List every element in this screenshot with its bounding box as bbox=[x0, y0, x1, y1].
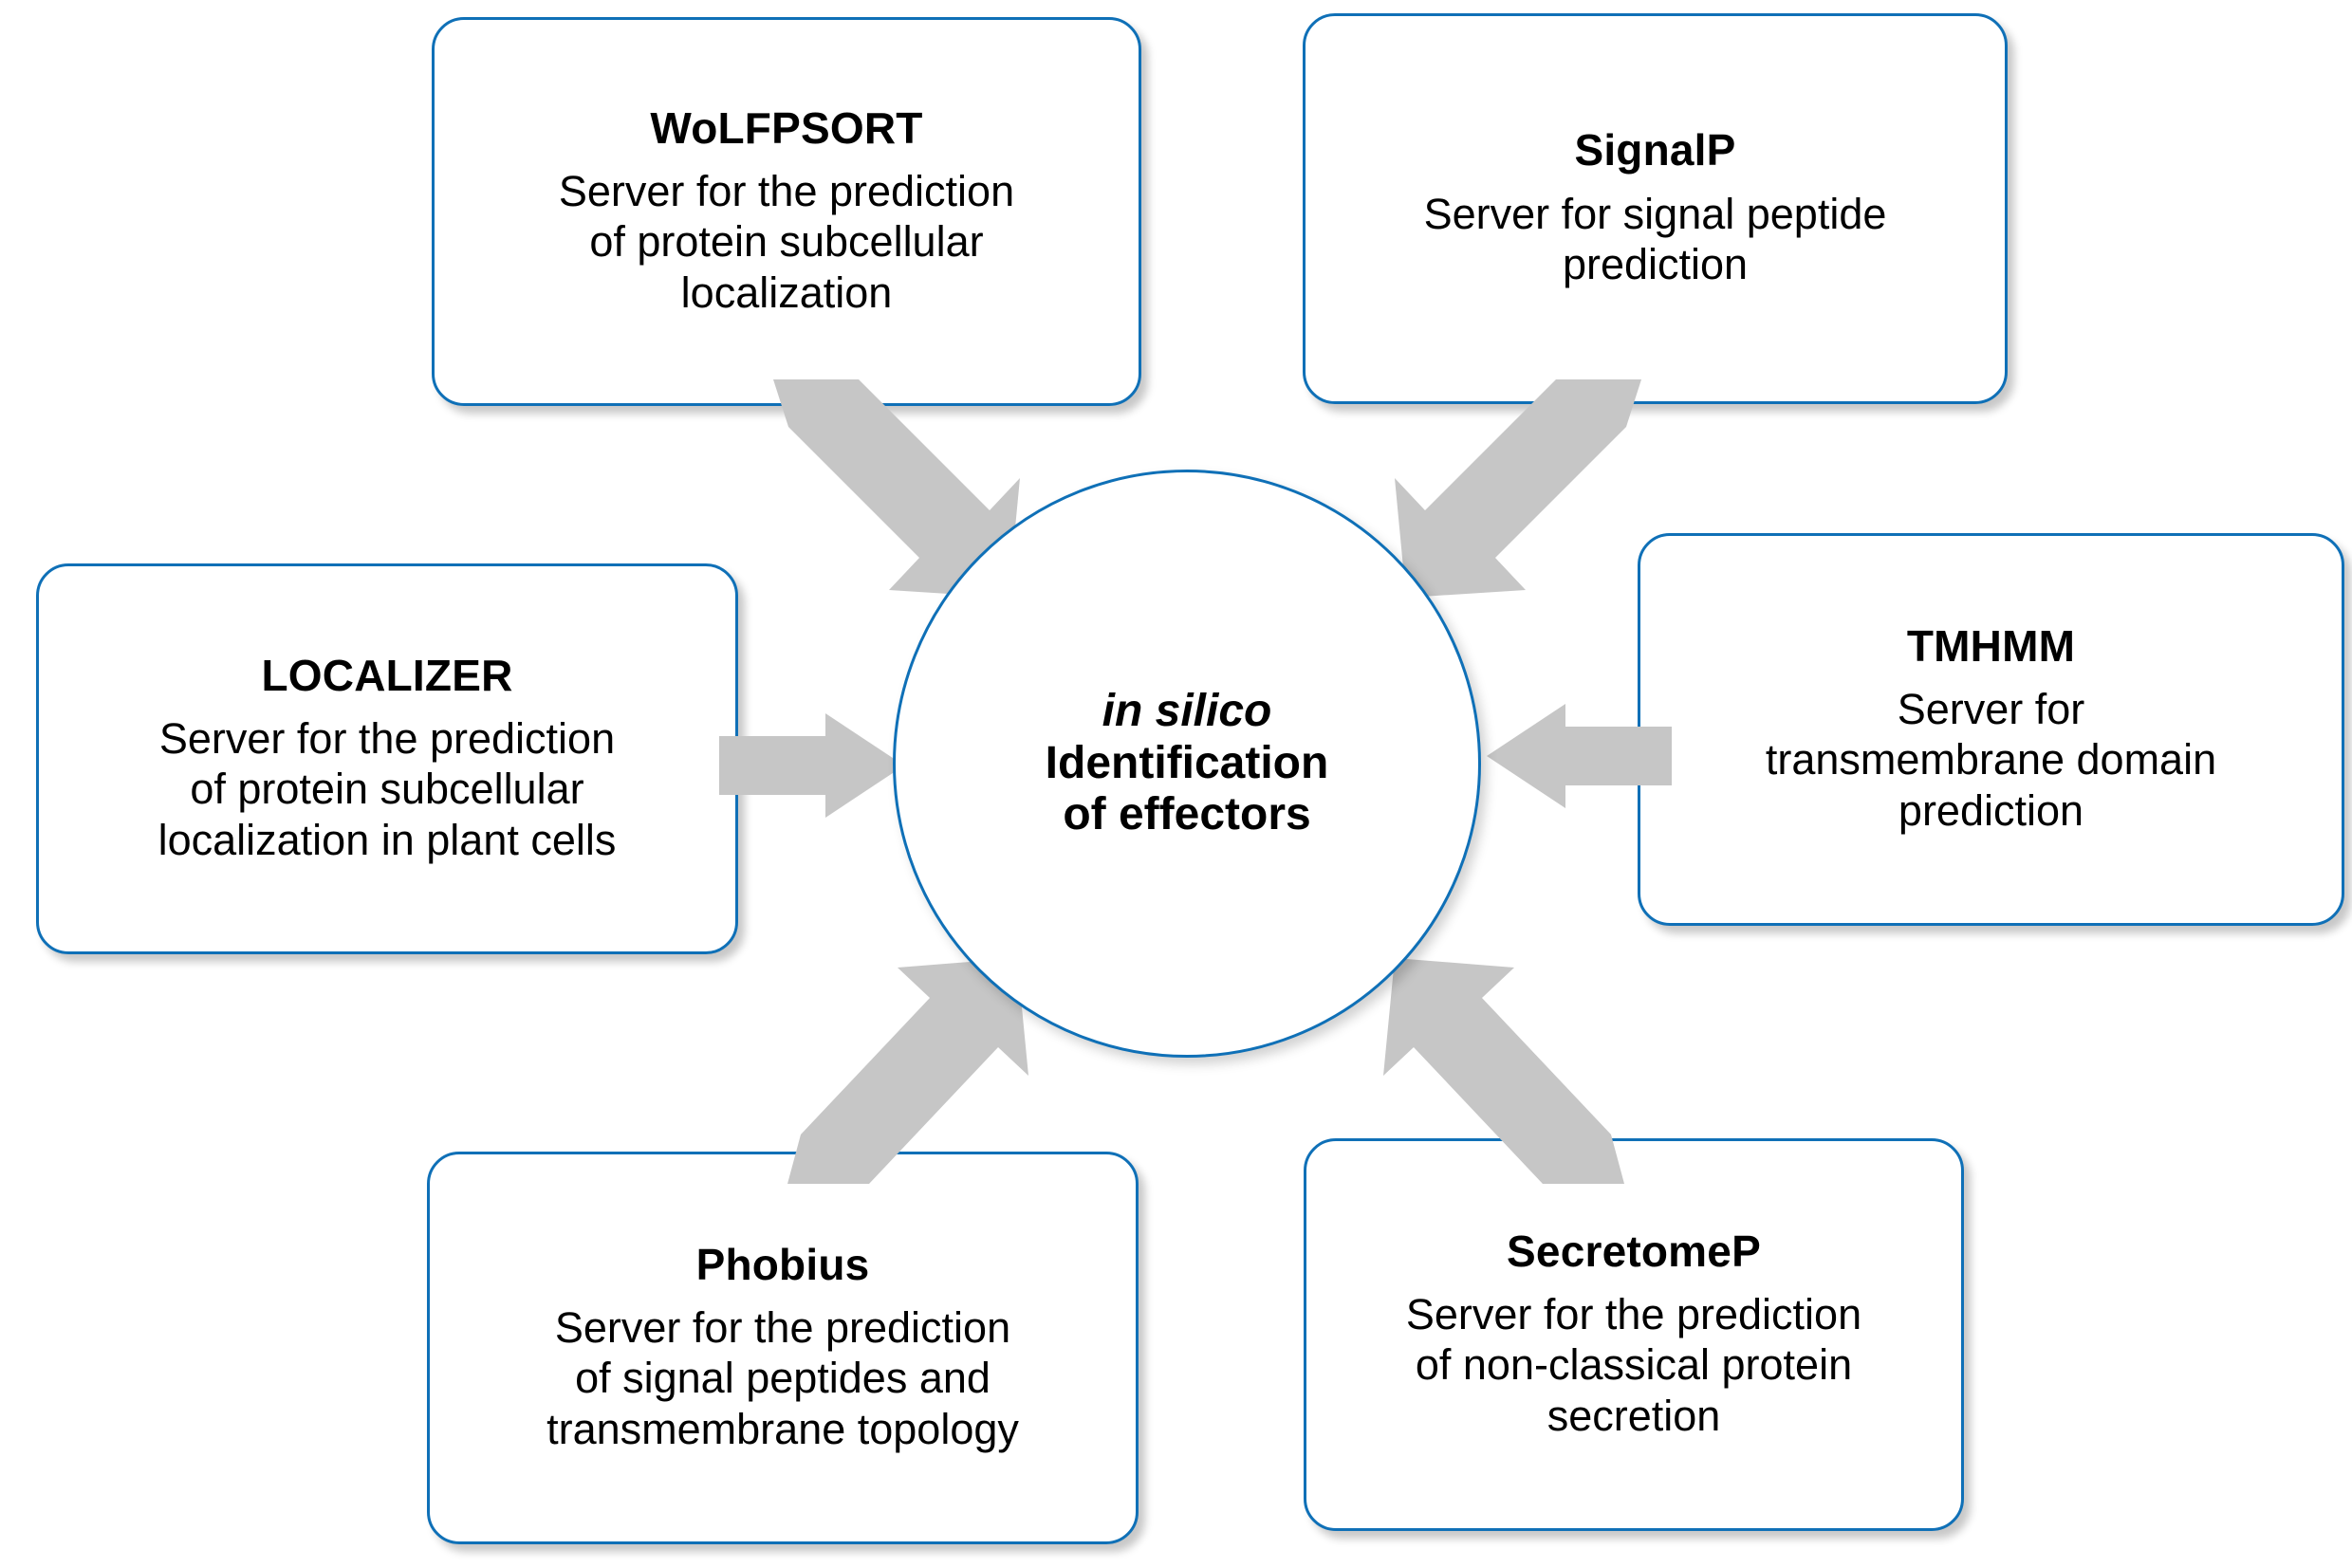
tool-description-phobius: Server for the prediction of signal pept… bbox=[546, 1302, 1019, 1453]
center-label-line-3: of effectors bbox=[1063, 789, 1311, 840]
tool-title-tmhmm: TMHMM bbox=[1906, 620, 2076, 671]
tool-title-secretomep: SecretomeP bbox=[1507, 1226, 1761, 1276]
tool-description-localizer: Server for the prediction of protein sub… bbox=[157, 713, 617, 864]
tool-box-tmhmm[interactable]: TMHMM Server for transmembrane domain pr… bbox=[1638, 533, 2344, 926]
tool-title-wolfpsort: WoLFPSORT bbox=[650, 102, 923, 153]
center-circle-in-silico-identification-of-effectors[interactable]: in silico Identification of effectors bbox=[893, 470, 1481, 1058]
tool-box-localizer[interactable]: LOCALIZER Server for the prediction of p… bbox=[36, 563, 738, 954]
tool-description-tmhmm: Server for transmembrane domain predicti… bbox=[1765, 684, 2217, 835]
tool-title-signalp: SignalP bbox=[1574, 125, 1736, 175]
tool-title-phobius: Phobius bbox=[695, 1239, 870, 1289]
tool-description-secretomep: Server for the prediction of non-classic… bbox=[1405, 1289, 1862, 1440]
tool-description-wolfpsort: Server for the prediction of protein sub… bbox=[558, 166, 1015, 317]
arrow-localizer-to-center-icon bbox=[719, 713, 904, 818]
tool-box-secretomep[interactable]: SecretomeP Server for the prediction of … bbox=[1304, 1138, 1964, 1531]
arrow-signalp-to-center-icon bbox=[1395, 379, 1641, 598]
tool-box-wolfpsort[interactable]: WoLFPSORT Server for the prediction of p… bbox=[432, 17, 1141, 406]
tool-box-signalp[interactable]: SignalP Server for signal peptide predic… bbox=[1303, 13, 2008, 404]
center-label-line-1: in silico bbox=[1102, 685, 1272, 736]
tool-description-signalp: Server for signal peptide prediction bbox=[1423, 189, 1887, 289]
center-label-line-2: Identification bbox=[1045, 737, 1329, 788]
tool-box-phobius[interactable]: Phobius Server for the prediction of sig… bbox=[427, 1152, 1139, 1544]
tool-title-localizer: LOCALIZER bbox=[261, 650, 513, 700]
